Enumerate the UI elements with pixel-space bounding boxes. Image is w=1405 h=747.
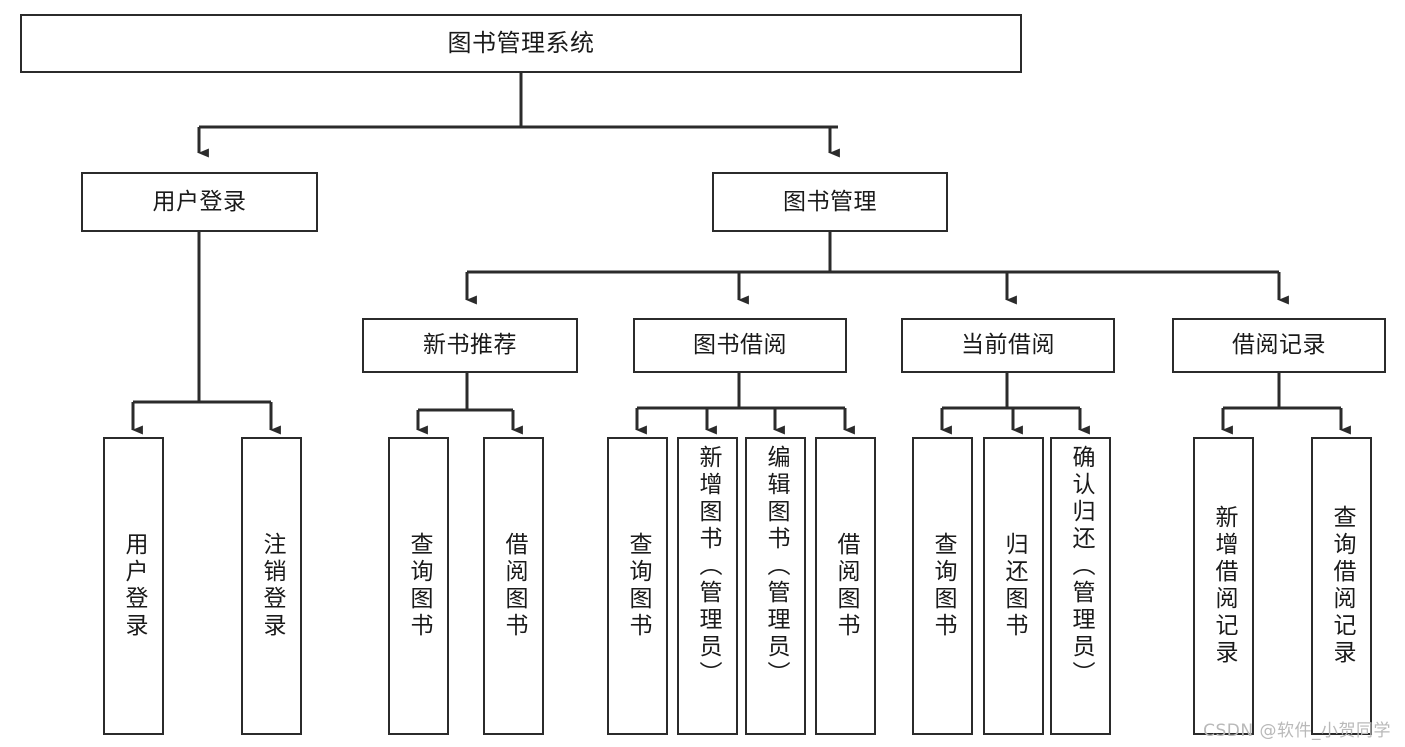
node-root-system-label: 图书管理系统 xyxy=(447,28,595,57)
node-leaf-user-login-label: 用户登录 xyxy=(121,532,147,640)
node-leaf-borrow-book-1[interactable]: 借阅图书 xyxy=(483,437,544,735)
node-leaf-query-book-1-label: 查询图书 xyxy=(406,532,432,640)
node-book-borrow-label: 图书借阅 xyxy=(693,332,787,359)
node-book-manage[interactable]: 图书管理 xyxy=(712,172,948,232)
node-leaf-logout-login-label: 注销登录 xyxy=(259,532,285,640)
node-leaf-edit-book[interactable]: 编辑图书（管理员） xyxy=(745,437,806,735)
node-leaf-logout-login[interactable]: 注销登录 xyxy=(241,437,302,735)
node-leaf-confirm-return-label: 确认归还（管理员） xyxy=(1068,445,1094,688)
node-current-borrow-label: 当前借阅 xyxy=(961,332,1055,359)
node-leaf-query-book-2[interactable]: 查询图书 xyxy=(607,437,668,735)
node-leaf-user-login[interactable]: 用户登录 xyxy=(103,437,164,735)
node-book-manage-label: 图书管理 xyxy=(783,188,877,215)
node-leaf-query-book-3-label: 查询图书 xyxy=(930,532,956,640)
node-leaf-add-record-label: 新增借阅记录 xyxy=(1211,505,1237,667)
node-user-login-label: 用户登录 xyxy=(152,188,247,215)
node-leaf-query-record[interactable]: 查询借阅记录 xyxy=(1311,437,1372,735)
node-leaf-add-record[interactable]: 新增借阅记录 xyxy=(1193,437,1254,735)
node-borrow-record-label: 借阅记录 xyxy=(1232,332,1326,359)
node-leaf-query-book-3[interactable]: 查询图书 xyxy=(912,437,973,735)
node-leaf-query-record-label: 查询借阅记录 xyxy=(1329,505,1355,667)
csdn-watermark: CSDN @软件_小贺同学 xyxy=(1203,721,1391,741)
node-new-book-rec-label: 新书推荐 xyxy=(423,332,517,359)
node-leaf-query-book-1[interactable]: 查询图书 xyxy=(388,437,449,735)
node-leaf-return-book-label: 归还图书 xyxy=(1001,532,1027,640)
node-leaf-edit-book-label: 编辑图书（管理员） xyxy=(763,445,789,688)
node-leaf-add-book[interactable]: 新增图书（管理员） xyxy=(677,437,738,735)
node-borrow-record[interactable]: 借阅记录 xyxy=(1172,318,1386,373)
node-leaf-confirm-return[interactable]: 确认归还（管理员） xyxy=(1050,437,1111,735)
node-user-login[interactable]: 用户登录 xyxy=(81,172,318,232)
node-leaf-borrow-book-2-label: 借阅图书 xyxy=(833,532,859,640)
node-leaf-borrow-book-2[interactable]: 借阅图书 xyxy=(815,437,876,735)
node-leaf-add-book-label: 新增图书（管理员） xyxy=(695,445,721,688)
node-leaf-borrow-book-1-label: 借阅图书 xyxy=(501,532,527,640)
node-leaf-return-book[interactable]: 归还图书 xyxy=(983,437,1044,735)
node-leaf-query-book-2-label: 查询图书 xyxy=(625,532,651,640)
node-root-system[interactable]: 图书管理系统 xyxy=(20,14,1022,73)
node-new-book-rec[interactable]: 新书推荐 xyxy=(362,318,578,373)
node-book-borrow[interactable]: 图书借阅 xyxy=(633,318,847,373)
node-current-borrow[interactable]: 当前借阅 xyxy=(901,318,1115,373)
